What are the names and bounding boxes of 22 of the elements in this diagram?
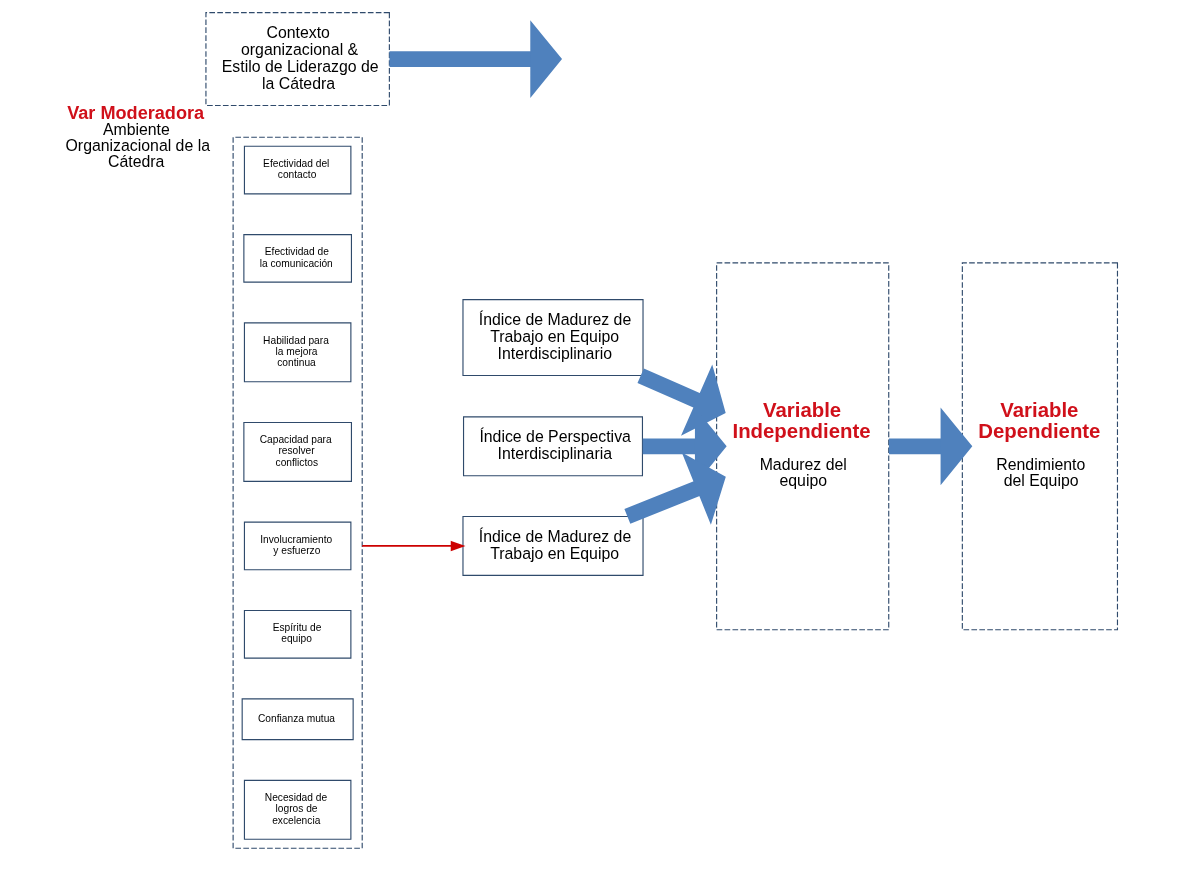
node-box: Efectividad del contacto [243,145,351,195]
node-box: Índice de Perspectiva Interdisciplinaria [462,416,643,477]
arrow [388,20,562,98]
node-box: Variable Dependiente Rendimiento del Equipo [961,262,1118,631]
node-box: Contexto organizacional & Estilo de Liderazgo de la Cátedra [204,12,390,107]
node-box: Efectividad de la comunicación [242,234,352,283]
node-box: Involucramiento y esfuerzo [243,521,351,571]
arrow [623,452,726,525]
arrow [636,364,726,436]
node-label: Var Moderadora [66,102,204,123]
node-box: Índice de Madurez de Trabajo en Equipo [461,515,644,576]
node-box: Capacidad para resolver conflictos [242,421,352,482]
node-box: Espíritu de equipo [243,609,351,659]
node-box: Variable Independiente Madurez del equipo [715,262,889,631]
arrow [888,407,972,486]
cluster [232,136,363,849]
node-box: Necesidad de logros de excelencia [243,779,351,840]
node-box: Índice de Madurez de Trabajo en Equipo Interdisciplinario [461,299,644,377]
node-label: Ambiente Organizacional de la Cátedra [65,121,210,170]
arrow [360,540,465,552]
node-box: Confianza mutua [241,698,354,741]
node-box: Habilidad para la mejora continua [243,322,351,383]
